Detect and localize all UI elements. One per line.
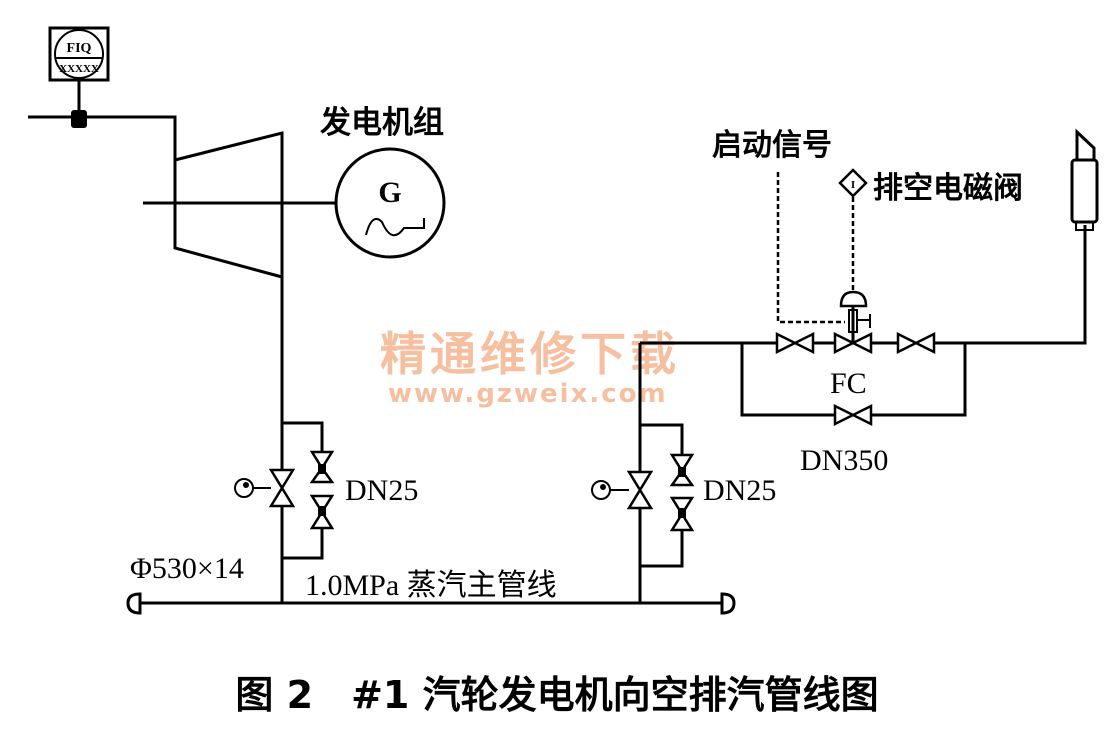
drain-size-left: DN25 bbox=[345, 474, 418, 507]
generator-icon: G bbox=[334, 147, 446, 259]
actuator-icon bbox=[839, 290, 871, 343]
drain-valve-icon bbox=[309, 494, 335, 530]
solenoid-valve-icon: I bbox=[838, 168, 868, 198]
main-line-label: 1.0MPa 蒸汽主管线 bbox=[305, 569, 557, 602]
drain-valve-icon bbox=[309, 450, 335, 484]
bypass-valve-icon bbox=[833, 403, 873, 427]
solenoid-symbol: I bbox=[851, 179, 855, 191]
gate-valve-icon bbox=[626, 470, 654, 510]
gate-valve-icon bbox=[896, 331, 936, 355]
start-signal-line bbox=[776, 172, 845, 324]
bypass-size-label: DN350 bbox=[800, 444, 888, 477]
flow-indicator-icon: FIQ XXXXX bbox=[48, 26, 110, 128]
figure-caption: 图 2 #1 汽轮发电机向空排汽管线图 bbox=[235, 673, 878, 717]
left-drain-branch: DN25 bbox=[234, 290, 418, 603]
turbine-icon bbox=[143, 131, 335, 298]
pipe-end-cap-icon bbox=[720, 592, 736, 615]
right-drain-branch: DN25 bbox=[591, 343, 776, 603]
watermark-url: www.gzweix.com bbox=[388, 379, 668, 409]
pipe-spec-label: Φ530×14 bbox=[130, 552, 244, 585]
gate-valve-icon bbox=[775, 331, 815, 355]
pipe-end-cap-icon bbox=[126, 592, 142, 615]
vent-line: FC DN350 bbox=[640, 225, 1087, 477]
watermark-title: 精通维修下载 bbox=[380, 327, 680, 381]
gate-valve-icon bbox=[268, 468, 296, 508]
steam-inlet-line bbox=[28, 115, 177, 160]
generator-set-label: 发电机组 bbox=[319, 105, 444, 141]
silencer-icon bbox=[1070, 128, 1099, 231]
drain-size-right: DN25 bbox=[703, 474, 776, 507]
fail-mode-label: FC bbox=[830, 367, 867, 400]
start-signal-label: 启动信号 bbox=[712, 128, 832, 163]
generator-symbol: G bbox=[378, 176, 401, 209]
solenoid-valve-label: 排空电磁阀 bbox=[873, 171, 1023, 206]
drain-valve-icon bbox=[669, 453, 695, 487]
instrument-code: XXXXX bbox=[59, 63, 99, 75]
instrument-tag: FIQ bbox=[67, 41, 92, 56]
drain-valve-icon bbox=[669, 496, 695, 532]
pressure-gauge-icon bbox=[234, 478, 254, 498]
pressure-gauge-icon bbox=[591, 480, 611, 500]
